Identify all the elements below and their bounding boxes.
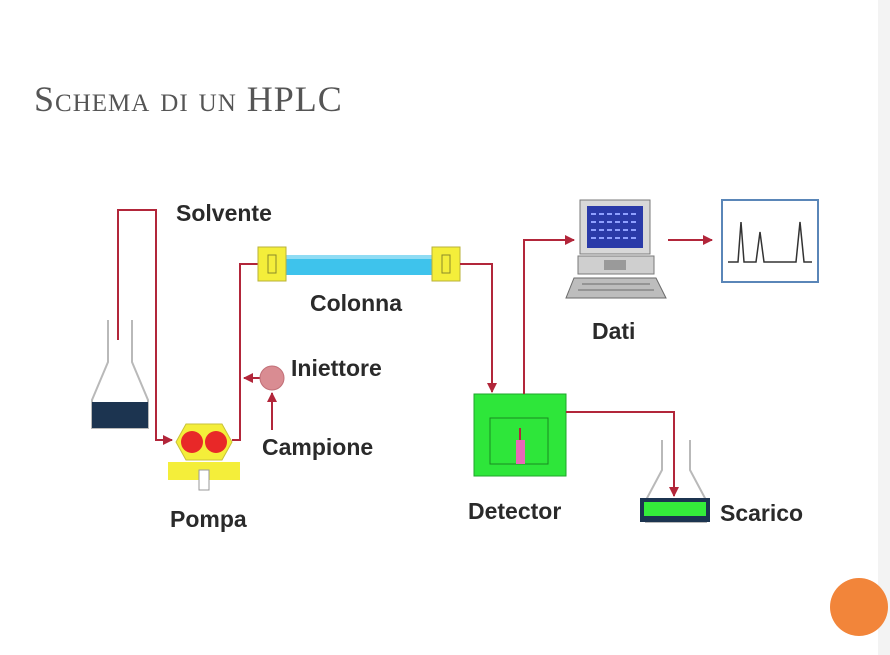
- label-iniettore: Iniettore: [291, 355, 382, 381]
- waste-flask: [640, 440, 710, 523]
- detector: [473, 393, 567, 477]
- pump-to-column-line: [232, 263, 258, 441]
- slide-edge: [878, 0, 890, 655]
- accent-dot: [830, 578, 888, 636]
- page-title: Schema di un HPLC: [34, 79, 343, 119]
- chromatogram: [721, 199, 819, 283]
- label-detector: Detector: [468, 498, 562, 524]
- injector: [243, 365, 285, 430]
- computer-icon: [565, 199, 667, 299]
- label-scarico: Scarico: [720, 500, 804, 526]
- label-dati: Dati: [592, 318, 636, 344]
- label-solvente: Solvente: [176, 200, 272, 226]
- detector-to-waste-line: [566, 411, 679, 497]
- column-to-detector-line: [460, 263, 497, 393]
- label-colonna: Colonna: [310, 290, 402, 316]
- column: [257, 246, 461, 282]
- pump: [168, 423, 240, 491]
- solvent-line: [117, 209, 173, 445]
- detector-to-data-line: [523, 235, 575, 394]
- solvent-flask: [91, 320, 149, 429]
- label-campione: Campione: [262, 434, 374, 460]
- label-pompa: Pompa: [170, 506, 247, 532]
